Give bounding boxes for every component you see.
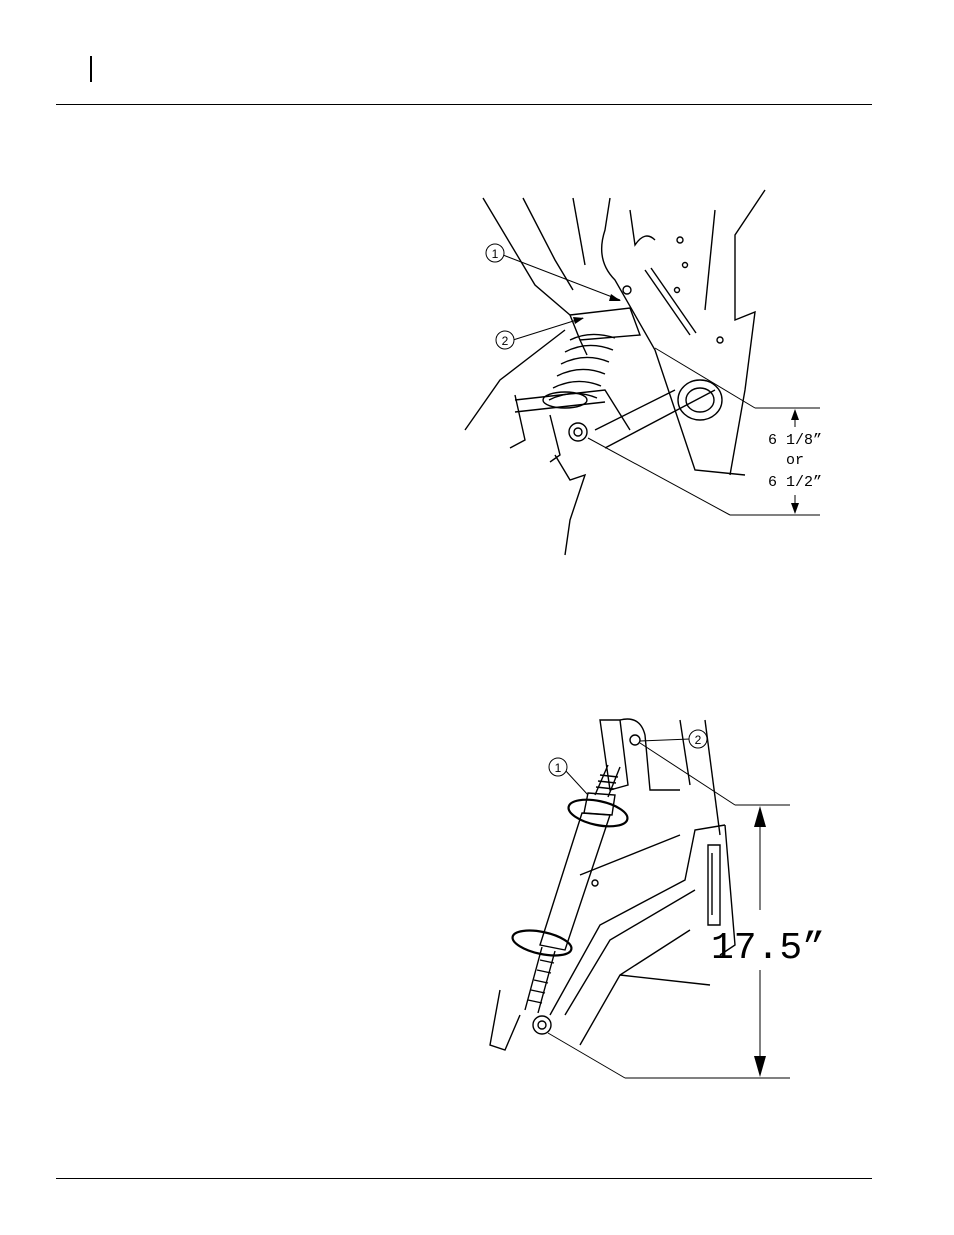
dimension-label-line2: or [786,452,804,469]
svg-text:2: 2 [502,334,509,348]
callout-1-rod: 1 [549,758,567,776]
svg-text:1: 1 [492,247,499,261]
svg-text:1: 1 [555,761,562,775]
callout-1: 1 [486,244,504,262]
dimension-label-line1: 6 1/8” [768,432,822,449]
figure-spring-adjustment: 1 2 6 1/8” or 6 1/2” [455,190,835,570]
threaded-rod-lower [525,947,555,1013]
dimension-label-line3: 6 1/2” [768,474,822,491]
header-marker [90,56,92,82]
figure-rod-adjustment: 1 2 17.5” [480,715,810,1085]
dimension-17-5: 17.5” [711,927,825,970]
figure-1-dimension-arrows [573,294,799,514]
callout-2-rod: 2 [689,730,707,748]
figure-2-linework [490,719,735,1050]
header-rule [56,104,872,105]
figure-1-linework [465,190,765,555]
callout-2: 2 [496,331,514,349]
footer-rule [56,1178,872,1179]
svg-text:2: 2 [695,733,702,747]
